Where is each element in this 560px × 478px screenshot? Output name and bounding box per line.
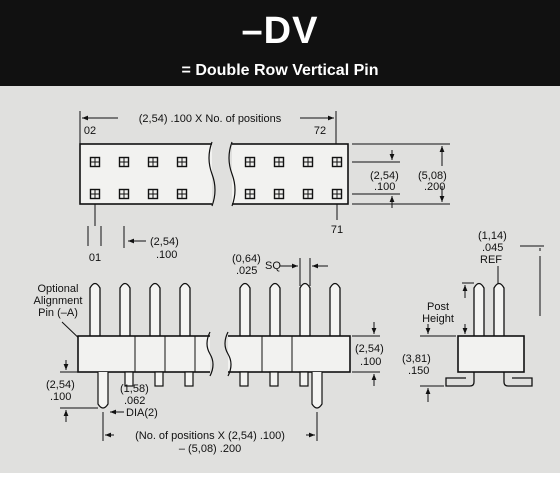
option-subtitle: = Double Row Vertical Pin (181, 62, 379, 79)
sq-label: SQ (265, 260, 281, 272)
dia-label: DIA(2) (126, 407, 158, 419)
side-view: Optional Alignment Pin (–A) (34, 253, 384, 455)
width-in: .200 (424, 181, 445, 193)
row-pitch-mm: (2,54) (370, 170, 399, 182)
tail-mm: (3,81) (402, 353, 431, 365)
pin-72-label: 72 (314, 125, 326, 137)
pin-pitch-mm: (2,54) (150, 236, 179, 248)
end-housing (457, 335, 525, 373)
drawing-area: (2,54) .100 X No. of positions 02 72 (0, 86, 560, 473)
sq-in: .025 (236, 265, 257, 277)
dia-mm: (1,58) (120, 383, 149, 395)
alignment-label-line1: Optional (38, 283, 79, 295)
ref-in: .045 (482, 242, 503, 254)
tail-in: .150 (408, 365, 429, 377)
pin-pitch-in: .100 (156, 249, 177, 261)
sq-mm: (0,64) (232, 253, 261, 265)
pin-ext-mm: (2,54) (46, 379, 75, 391)
post-label-line2: Height (422, 313, 454, 325)
pin-71-label: 71 (331, 224, 343, 236)
pin-ext-in: .100 (50, 391, 71, 403)
pin-02-label: 02 (84, 125, 96, 137)
alignment-label-line2: Alignment (34, 295, 83, 307)
pin-01-label: 01 (89, 252, 101, 264)
ref-label: REF (480, 254, 502, 266)
width-mm: (5,08) (418, 170, 447, 182)
alignment-label-line3: Pin (–A) (38, 307, 78, 319)
housing-height-in: .100 (360, 356, 381, 368)
length-dim-line1: (No. of positions X (2,54) .100) (135, 430, 285, 442)
row-pitch-in: .100 (374, 181, 395, 193)
technical-drawing: (2,54) .100 X No. of positions 02 72 (34, 111, 544, 455)
length-dim-line2: – (5,08) .200 (179, 443, 241, 455)
top-view: (2,54) .100 X No. of positions 02 72 (79, 111, 450, 264)
housing-height-mm: (2,54) (355, 343, 384, 355)
end-view: (1,14) .045 REF Post Height (402, 230, 544, 402)
header-banner: –DV = Double Row Vertical Pin (0, 0, 560, 86)
dia-in: .062 (124, 395, 145, 407)
post-label-line1: Post (427, 301, 449, 313)
option-title: –DV (241, 10, 319, 52)
pitch-dimension-label: (2,54) .100 X No. of positions (139, 113, 282, 125)
ref-mm: (1,14) (478, 230, 507, 242)
